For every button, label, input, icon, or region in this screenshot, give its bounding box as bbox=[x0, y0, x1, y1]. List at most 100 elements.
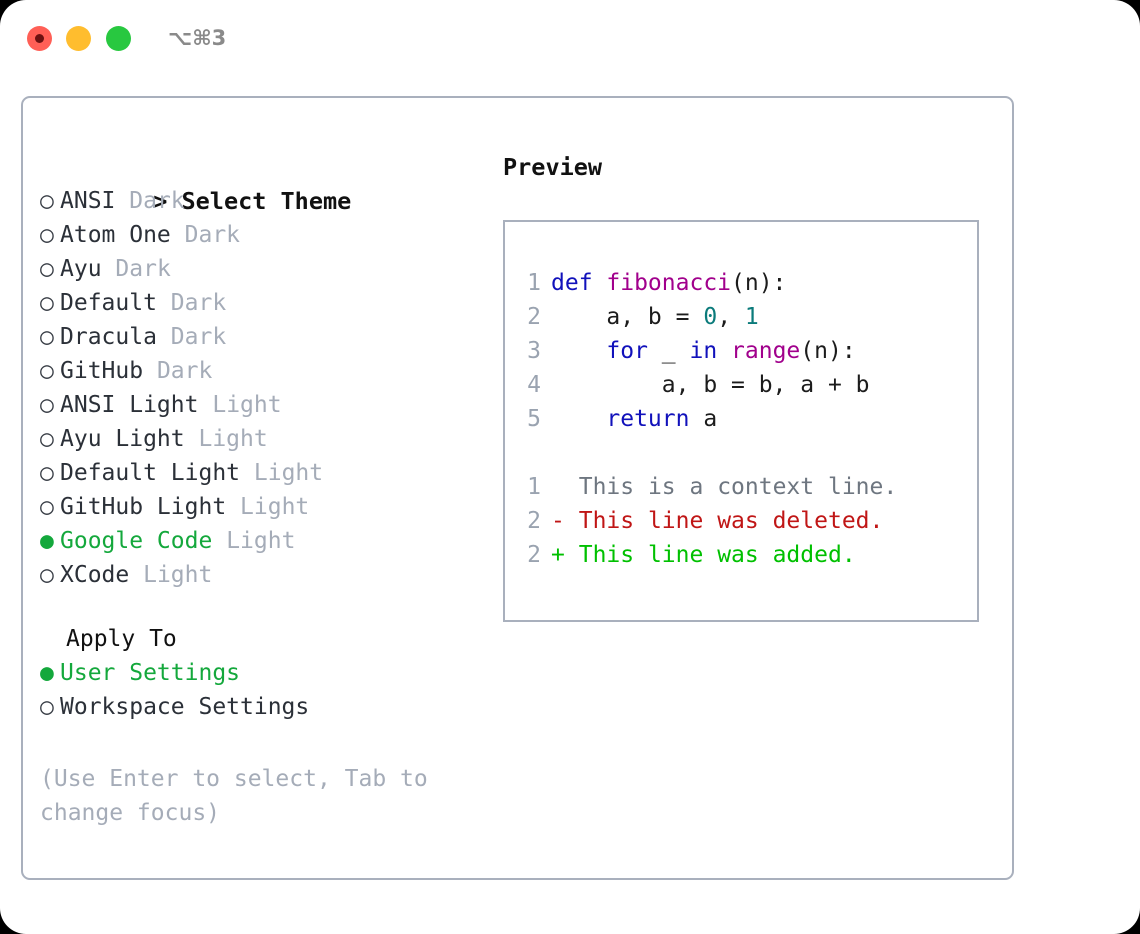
diff-text: This is a context line. bbox=[578, 474, 898, 500]
diff-line: 2- This line was deleted. bbox=[517, 504, 971, 538]
spacer bbox=[565, 474, 579, 500]
diff-line: 1 This is a context line. bbox=[517, 470, 971, 504]
theme-category-tag: Dark bbox=[129, 188, 185, 214]
theme-list-item[interactable]: ○Default Dark bbox=[40, 286, 480, 320]
theme-name: Ayu bbox=[60, 256, 102, 282]
theme-list-item[interactable]: ●Google Code Light bbox=[40, 524, 480, 558]
line-number: 3 bbox=[527, 338, 541, 364]
apply-to-title: Apply To bbox=[66, 626, 177, 652]
theme-name: Ayu Light bbox=[60, 426, 185, 452]
spacer bbox=[115, 188, 129, 214]
apply-to-option-label: User Settings bbox=[60, 660, 241, 686]
maximize-button[interactable] bbox=[106, 26, 131, 51]
theme-list: ○ANSI Dark○Atom One Dark○Ayu Dark○Defaul… bbox=[40, 184, 480, 592]
apply-to-options: ●User Settings○Workspace Settings bbox=[40, 656, 480, 724]
theme-name: Default Light bbox=[60, 460, 241, 486]
code-line: 2 a, b = 0, 1 bbox=[517, 300, 971, 334]
theme-list-item[interactable]: ○GitHub Light Light bbox=[40, 490, 480, 524]
radio-unselected-icon: ○ bbox=[40, 256, 54, 282]
code-token: for bbox=[606, 338, 648, 364]
diff-marker bbox=[551, 474, 565, 500]
theme-list-header-label: Select Theme bbox=[181, 187, 352, 215]
theme-category-tag: Dark bbox=[170, 290, 227, 316]
line-number: 4 bbox=[527, 372, 541, 398]
theme-list-item[interactable]: ○Ayu Light Light bbox=[40, 422, 480, 456]
hint-spacer bbox=[40, 724, 480, 762]
theme-list-item[interactable]: ○ANSI Light Light bbox=[40, 388, 480, 422]
theme-name: Default bbox=[60, 290, 157, 316]
apply-to-option[interactable]: ●User Settings bbox=[40, 656, 480, 690]
code-token bbox=[551, 338, 606, 364]
theme-list-item[interactable]: ○Ayu Dark bbox=[40, 252, 480, 286]
code-token: , bbox=[717, 304, 745, 330]
theme-name: GitHub bbox=[60, 358, 144, 384]
close-button[interactable] bbox=[27, 26, 52, 51]
main-panel: > Select Theme ○ANSI Dark○Atom One Dark○… bbox=[21, 96, 1014, 880]
spacer bbox=[565, 542, 579, 568]
code-token: a, b = bbox=[551, 304, 704, 330]
theme-name: GitHub Light bbox=[60, 494, 227, 520]
code-token bbox=[551, 406, 606, 432]
code-token: return bbox=[606, 406, 690, 432]
theme-list-item[interactable]: ○GitHub Dark bbox=[40, 354, 480, 388]
theme-list-header: > Select Theme bbox=[40, 150, 480, 215]
theme-category-tag: Light bbox=[226, 528, 296, 554]
spacer bbox=[129, 562, 143, 588]
radio-selected-icon: ● bbox=[40, 660, 54, 686]
code-token: range bbox=[731, 338, 801, 364]
theme-selector-column: > Select Theme ○ANSI Dark○Atom One Dark○… bbox=[40, 150, 480, 830]
spacer bbox=[565, 508, 579, 534]
theme-category-tag: Light bbox=[198, 426, 268, 452]
diff-marker: - bbox=[551, 508, 565, 534]
preview-title: Preview bbox=[503, 153, 603, 181]
theme-name: ANSI bbox=[60, 188, 116, 214]
theme-name: Dracula bbox=[60, 324, 157, 350]
line-number: 1 bbox=[527, 270, 541, 296]
spacer bbox=[198, 392, 212, 418]
radio-unselected-icon: ○ bbox=[40, 358, 54, 384]
theme-list-item[interactable]: ○Dracula Dark bbox=[40, 320, 480, 354]
diff-marker: + bbox=[551, 542, 565, 568]
spacer bbox=[240, 460, 254, 486]
code-token: 0 bbox=[703, 304, 718, 330]
diff-lines: 1 This is a context line.2- This line wa… bbox=[517, 470, 971, 572]
titlebar: ⌥⌘3 bbox=[0, 0, 1140, 78]
line-number: 2 bbox=[527, 508, 541, 534]
theme-category-tag: Dark bbox=[115, 256, 171, 282]
code-token: fibonacci bbox=[606, 270, 732, 296]
radio-unselected-icon: ○ bbox=[40, 562, 54, 588]
spacer bbox=[185, 426, 199, 452]
theme-name: Google Code bbox=[60, 528, 213, 554]
code-line: 5 return a bbox=[517, 402, 971, 436]
spacer bbox=[102, 256, 116, 282]
apply-to-option[interactable]: ○Workspace Settings bbox=[40, 690, 480, 724]
theme-list-item[interactable]: ○Atom One Dark bbox=[40, 218, 480, 252]
theme-list-item[interactable]: ○XCode Light bbox=[40, 558, 480, 592]
theme-name: ANSI Light bbox=[60, 392, 199, 418]
apply-to-option-label: Workspace Settings bbox=[60, 694, 310, 720]
keyboard-hint: (Use Enter to select, Tab to change focu… bbox=[40, 766, 428, 826]
diff-text: This line was added. bbox=[578, 542, 856, 568]
spacer bbox=[171, 222, 185, 248]
radio-unselected-icon: ○ bbox=[40, 222, 54, 248]
code-token: in bbox=[689, 338, 718, 364]
code-token: a bbox=[689, 406, 718, 432]
theme-category-tag: Dark bbox=[156, 358, 213, 384]
minimize-button[interactable] bbox=[66, 26, 91, 51]
theme-category-tag: Light bbox=[212, 392, 282, 418]
theme-list-item[interactable]: ○Default Light Light bbox=[40, 456, 480, 490]
code-token: _ bbox=[647, 338, 690, 364]
theme-list-item[interactable]: ○ANSI Dark bbox=[40, 184, 480, 218]
theme-category-tag: Dark bbox=[184, 222, 241, 248]
spacer bbox=[143, 358, 157, 384]
spacer bbox=[212, 528, 226, 554]
diff-line: 2+ This line was added. bbox=[517, 538, 971, 572]
line-number: 1 bbox=[527, 474, 541, 500]
code-token: def bbox=[551, 270, 607, 296]
radio-unselected-icon: ○ bbox=[40, 460, 54, 486]
theme-category-tag: Light bbox=[143, 562, 213, 588]
code-line: 3 for _ in range(n): bbox=[517, 334, 971, 368]
